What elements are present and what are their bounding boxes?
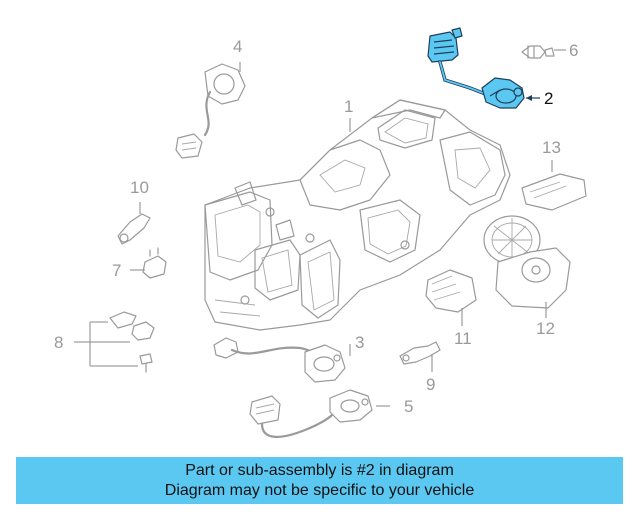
banner-line-disclaimer: Diagram may not be specific to your vehi…: [164, 481, 475, 499]
part-9-lever[interactable]: [399, 341, 441, 365]
callout-labels: 1 2 3 4 5 6 7 8 9 10 11 12 13: [54, 37, 578, 416]
callout-4[interactable]: 4: [233, 37, 242, 56]
part-12-blower-motor[interactable]: [483, 215, 571, 309]
part-2-actuator-highlighted[interactable]: [427, 27, 525, 109]
callout-9[interactable]: 9: [426, 375, 435, 394]
banner-line-part: Part or sub-assembly is #2 in diagram: [185, 461, 454, 479]
part-5-actuator[interactable]: [249, 389, 373, 438]
info-banner: Part or sub-assembly is #2 in diagram Di…: [16, 457, 623, 504]
callout-6[interactable]: 6: [569, 41, 578, 60]
callout-2[interactable]: 2: [544, 89, 553, 108]
callout-7[interactable]: 7: [112, 261, 121, 280]
leader-lines: [74, 49, 566, 407]
part-7-connector[interactable]: [142, 247, 167, 279]
callout-13[interactable]: 13: [542, 138, 561, 157]
part-10-link[interactable]: [117, 213, 151, 245]
callout-1[interactable]: 1: [344, 97, 353, 116]
part-8-fasteners[interactable]: [109, 311, 155, 373]
part-11-resistor[interactable]: [425, 269, 477, 313]
part-1-hvac-housing[interactable]: [204, 99, 511, 331]
callout-8[interactable]: 8: [54, 333, 63, 352]
callout-3[interactable]: 3: [355, 333, 364, 352]
part-3-actuator[interactable]: [213, 337, 346, 383]
part-13-module[interactable]: [521, 173, 587, 211]
callout-11[interactable]: 11: [454, 329, 472, 348]
callout-10[interactable]: 10: [130, 178, 149, 197]
part-6-sensor[interactable]: [521, 45, 555, 59]
callout-5[interactable]: 5: [404, 397, 413, 416]
parts-diagram: 1 2 3 4 5 6 7 8 9 10 11 12 13: [54, 27, 587, 438]
part-4-sensor[interactable]: [175, 63, 246, 159]
callout-12[interactable]: 12: [536, 319, 555, 338]
